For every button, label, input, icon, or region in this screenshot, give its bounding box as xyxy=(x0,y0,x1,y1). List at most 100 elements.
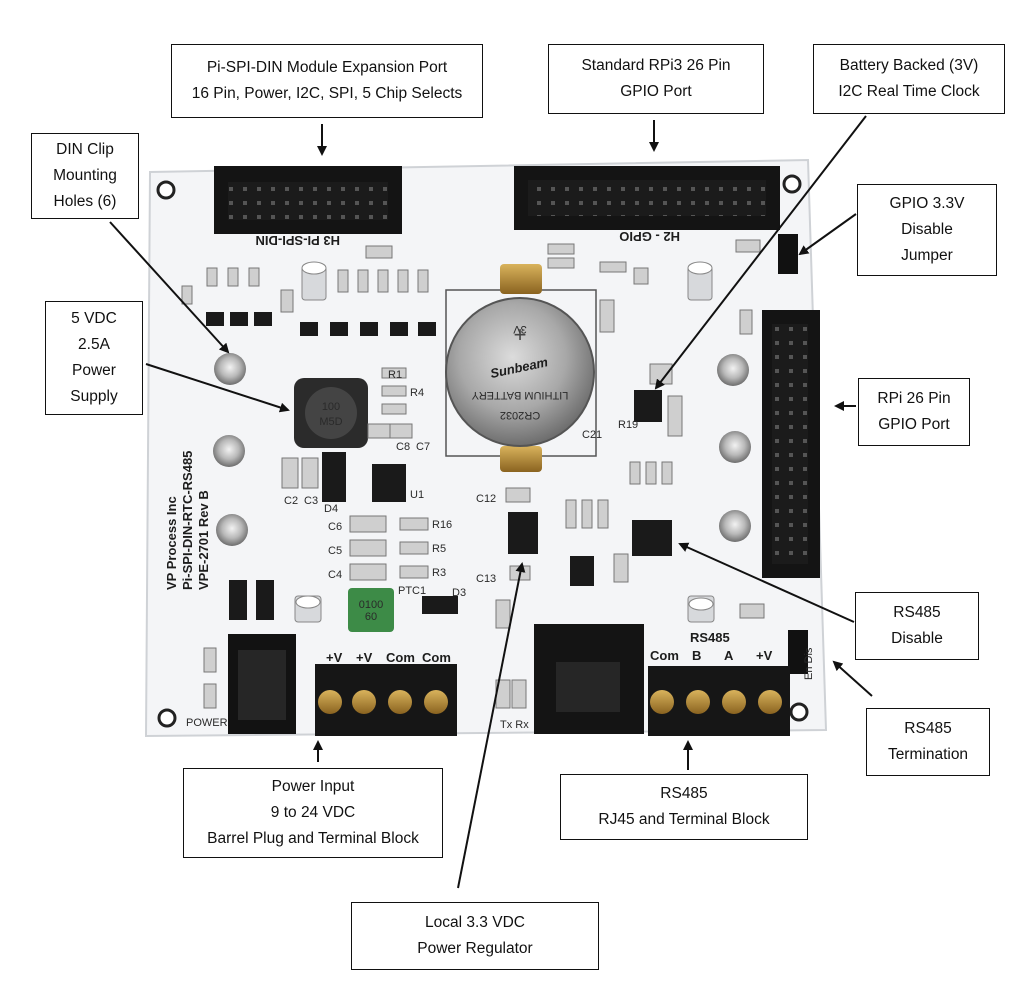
callout-rtc: Battery Backed (3V) I2C Real Time Clock xyxy=(813,44,1005,114)
callout-rpi-gpio-right-line2: GPIO Port xyxy=(878,416,950,433)
callout-rtc-line2: I2C Real Time Clock xyxy=(838,83,980,100)
callout-regulator-line2: Power Regulator xyxy=(417,940,533,957)
callout-rs485-disable-line2: Disable xyxy=(891,630,943,647)
sot23-transistors xyxy=(206,312,436,336)
ptc-code-1: 0100 xyxy=(359,599,383,611)
ref-c5: C5 xyxy=(328,545,342,557)
callout-expansion-port-line1: Pi-SPI-DIN Module Expansion Port xyxy=(206,59,448,76)
silk-h3: H3 PI-SPI-DIN xyxy=(255,233,340,248)
silk-rs485-title: RS485 xyxy=(690,630,730,645)
smd-components xyxy=(181,239,765,709)
arrow-din-holes xyxy=(109,221,230,354)
ref-c13: C13 xyxy=(476,573,496,585)
ptc-code-2: 60 xyxy=(365,611,377,623)
callout-power-supply-line3: Power xyxy=(72,362,116,379)
ref-u3: R19 xyxy=(618,419,638,431)
ref-u1: U1 xyxy=(410,489,424,501)
ref-c6: C6 xyxy=(328,521,342,533)
battery-voltage: 3V xyxy=(513,323,527,335)
mounting-holes xyxy=(156,174,809,728)
callout-rs485-termination-line1: RS485 xyxy=(904,720,952,737)
ref-c3: C3 xyxy=(304,495,318,507)
gpio-disable-jumper xyxy=(778,234,798,274)
ref-r5: R5 xyxy=(432,543,446,555)
ref-c8: C8 xyxy=(396,441,410,453)
silk-en-dis: En Dis xyxy=(803,647,815,680)
callout-power-supply-line1: 5 VDC xyxy=(71,310,117,327)
callout-rtc-line1: Battery Backed (3V) xyxy=(839,57,979,74)
callout-din-holes-line3: Holes (6) xyxy=(53,193,117,210)
silk-maker: VP Process Inc xyxy=(164,496,179,590)
battery-cell xyxy=(445,297,595,447)
callout-rs485-rj45-line1: RS485 xyxy=(660,785,708,802)
callout-expansion-port: Pi-SPI-DIN Module Expansion Port 16 Pin, … xyxy=(171,44,483,118)
battery-model: CR2032 xyxy=(500,409,540,421)
callout-rs485-termination-line2: Termination xyxy=(887,746,969,763)
callout-gpio-jumper-line2: Disable xyxy=(901,221,953,238)
silk-power-term-1: +V xyxy=(356,650,373,665)
battery-sub: LITHIUM BATTERY xyxy=(471,389,568,401)
callout-gpio-jumper-line1: GPIO 3.3V xyxy=(889,195,965,212)
rs485-terminal-screws xyxy=(650,690,782,714)
ref-d4: D4 xyxy=(324,503,338,515)
arrow-power-supply xyxy=(145,363,290,413)
ref-r16: R16 xyxy=(432,519,452,531)
silk-power-term-3: Com xyxy=(422,650,451,665)
power-terminal-screws xyxy=(318,690,448,714)
silk-power-term-2: Com xyxy=(386,650,415,665)
callout-expansion-port-line2: 16 Pin, Power, I2C, SPI, 5 Chip Selects xyxy=(191,85,463,102)
callout-rs485-disable-line1: RS485 xyxy=(893,604,941,621)
callout-rs485-rj45-line2: RJ45 and Terminal Block xyxy=(598,811,770,828)
ref-r1: R1 xyxy=(388,369,402,381)
din-screws xyxy=(213,353,751,546)
silk-h2: H2 - GPIO xyxy=(619,229,680,244)
ref-r4: R4 xyxy=(410,387,424,399)
ref-bt1: C21 xyxy=(582,429,602,441)
rs485-termination-jumper xyxy=(788,630,808,674)
callout-power-input-line1: Power Input xyxy=(271,778,355,795)
ref-c12: C12 xyxy=(476,493,496,505)
ref-c2: C2 xyxy=(284,495,298,507)
ptc-fuse xyxy=(348,588,394,632)
callout-power-input-line2: 9 to 24 VDC xyxy=(270,804,356,821)
arrow-rs485-disable xyxy=(678,542,855,623)
callout-rpi-gpio-right-line1: RPi 26 Pin xyxy=(877,390,951,407)
silk-power-label: POWER xyxy=(186,717,228,729)
callout-regulator-line1: Local 3.3 VDC xyxy=(425,914,525,931)
callout-gpio-26-top-line1: Standard RPi3 26 Pin xyxy=(581,57,731,74)
callout-power-input-line3: Barrel Plug and Terminal Block xyxy=(207,830,419,847)
arrow-gpio-jumper xyxy=(798,213,857,256)
silk-model: Pi-SPI-DIN-RTC-RS485 xyxy=(180,451,195,590)
svg-text:+: + xyxy=(514,322,527,347)
callout-power-supply-line4: Supply xyxy=(70,388,118,405)
pcb-outline xyxy=(144,158,828,738)
ref-c4: C4 xyxy=(328,569,342,581)
silk-rs485-term-0: Com xyxy=(650,648,679,663)
callout-gpio-26-top-line2: GPIO Port xyxy=(620,83,692,100)
silk-rs485-term-3: +V xyxy=(756,648,773,663)
ic-chips xyxy=(229,390,672,620)
callout-gpio-jumper-line3: Jumper xyxy=(901,247,953,264)
ref-ptc1: PTC1 xyxy=(398,585,426,597)
inductor-code-2: M5D xyxy=(319,416,342,428)
ref-d3: D3 xyxy=(452,587,466,599)
inductor-code-1: 100 xyxy=(322,401,340,413)
callout-power-input: Power Input 9 to 24 VDC Barrel Plug and Te… xyxy=(183,768,443,858)
silk-rev: VPE-2701 Rev B xyxy=(196,490,211,590)
silk-rs485-term-2: A xyxy=(724,648,734,663)
standoffs xyxy=(294,261,715,623)
callout-din-holes-line2: Mounting xyxy=(53,167,117,184)
silk-rs485-term-1: B xyxy=(692,648,701,663)
callout-power-supply-line2: 2.5A xyxy=(78,336,110,353)
ref-r3: R3 xyxy=(432,567,446,579)
ref-c7: C7 xyxy=(416,441,430,453)
